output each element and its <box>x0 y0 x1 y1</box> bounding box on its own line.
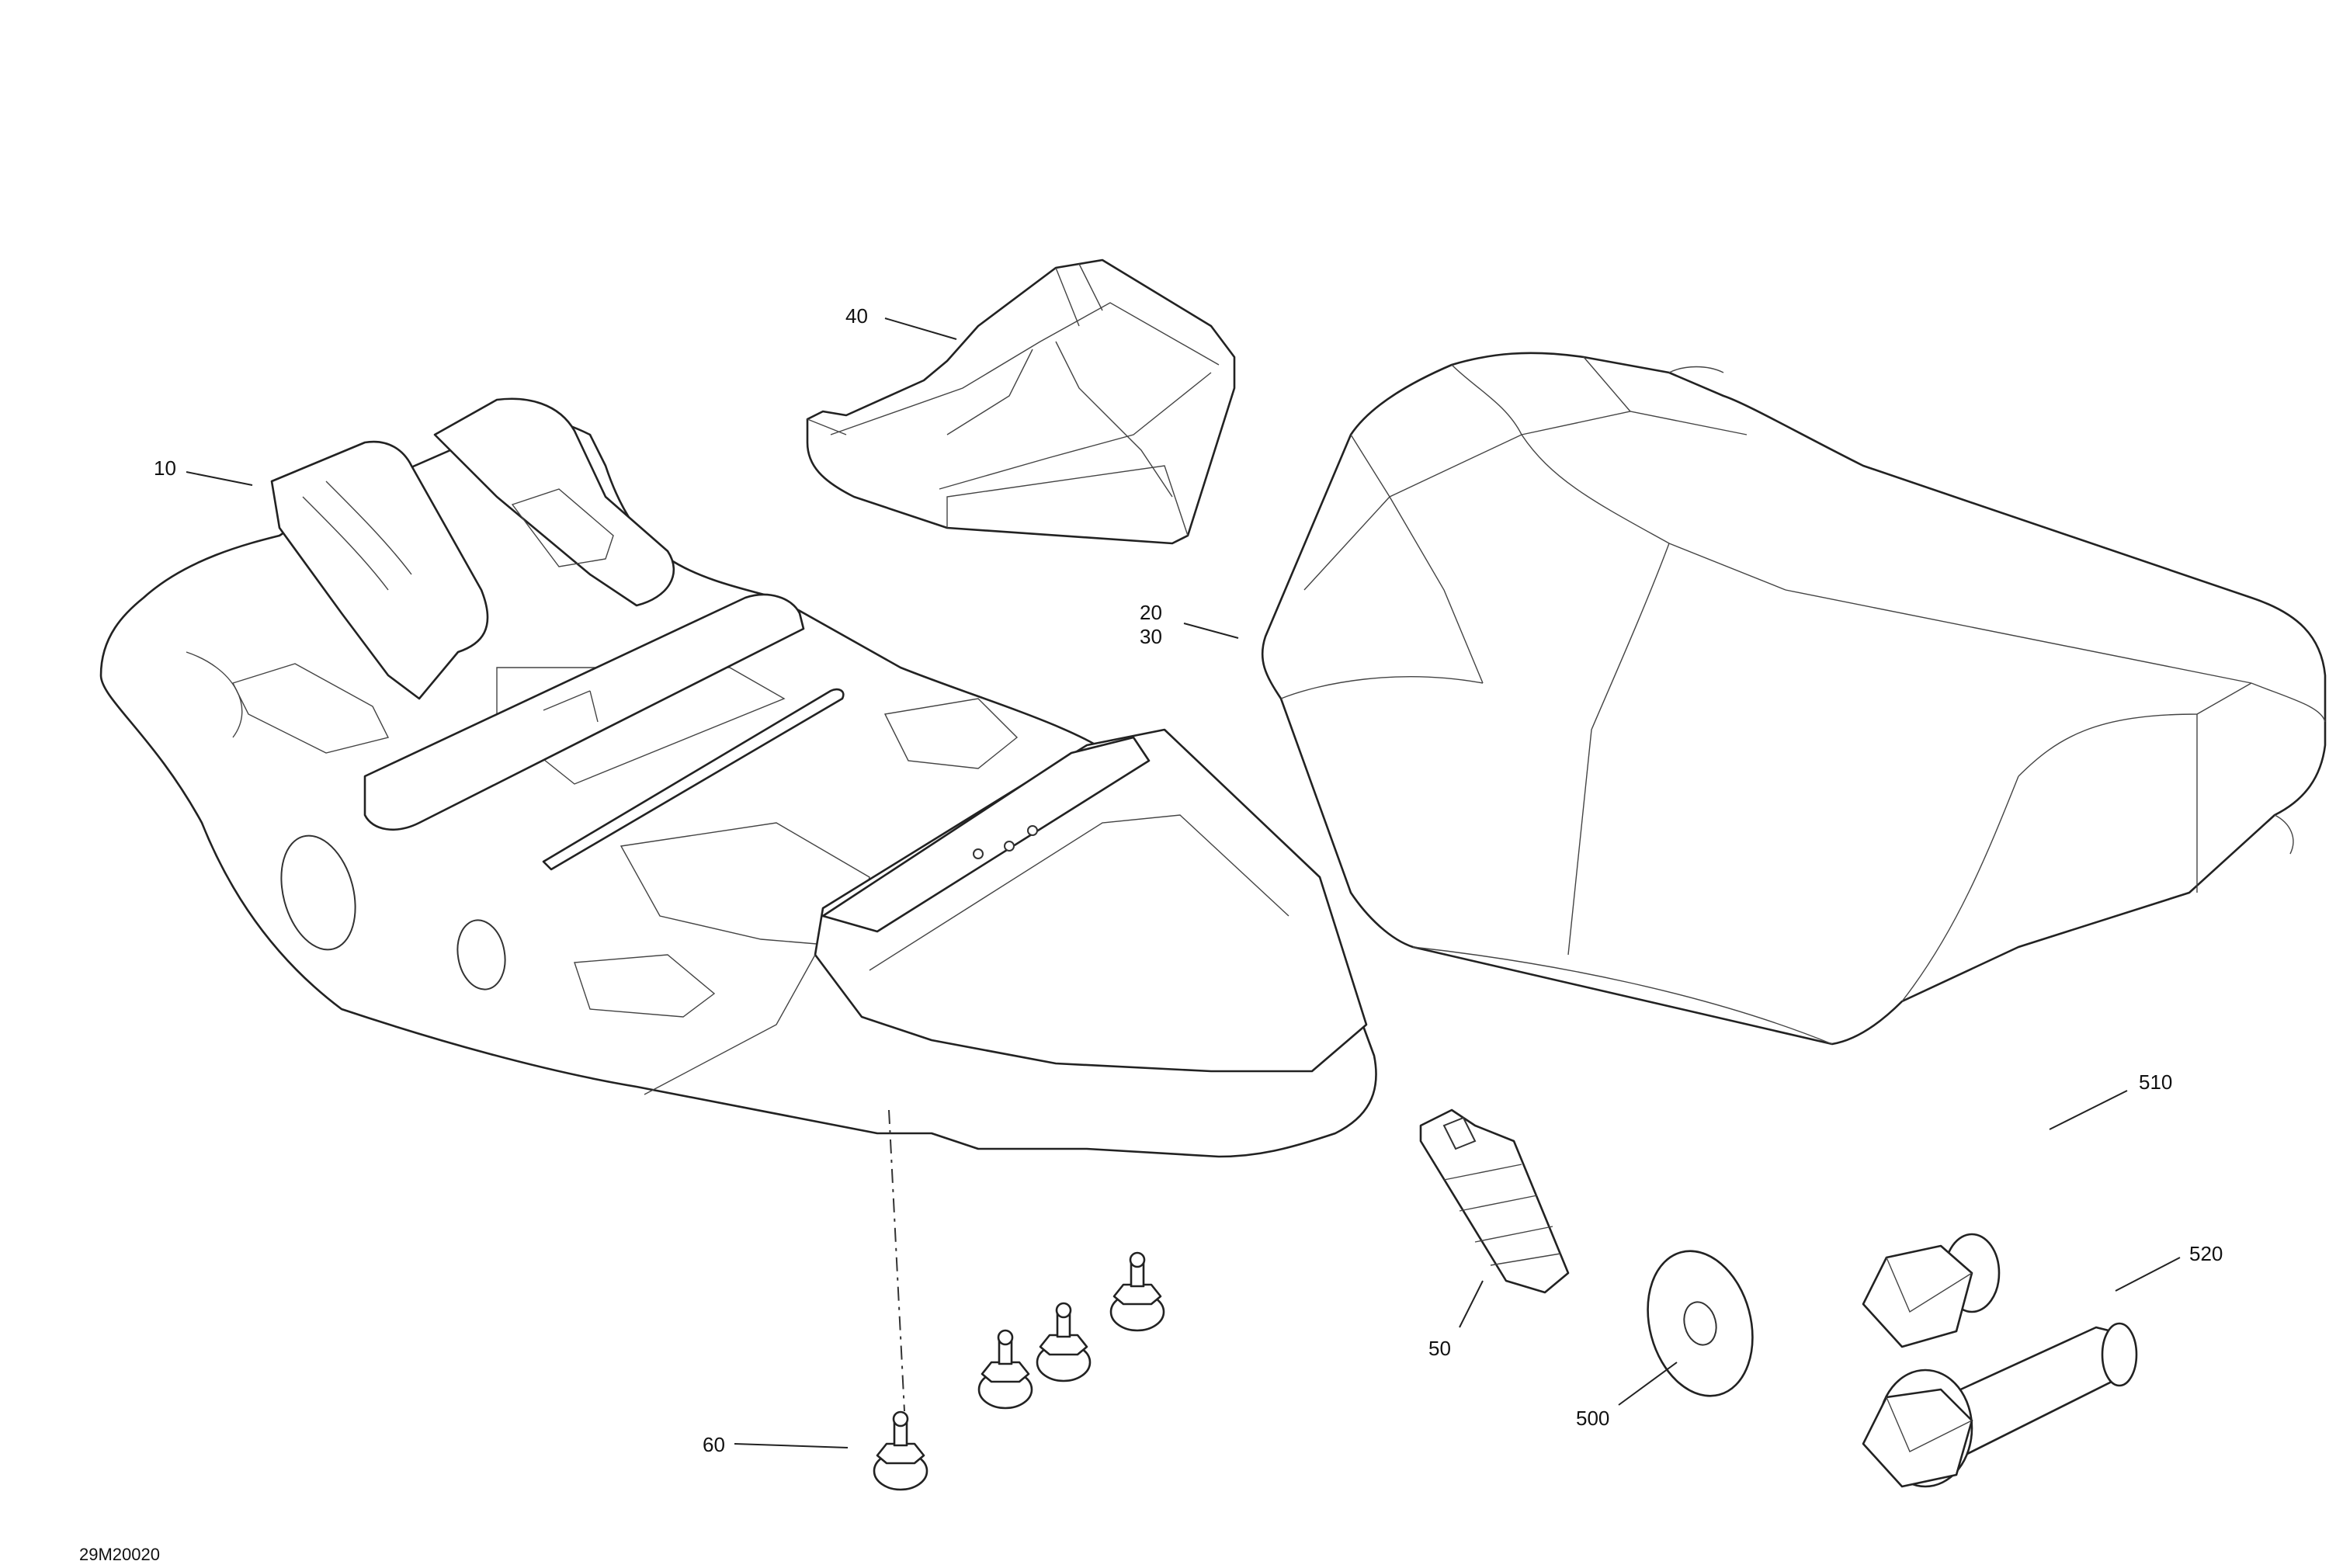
leader-10 <box>186 471 253 486</box>
callout-20: 20 <box>1140 601 1162 624</box>
seat-base-part <box>99 397 1377 1158</box>
leader-lines <box>186 317 2181 1448</box>
leader-60 <box>734 1443 849 1448</box>
washer-part <box>1647 1250 1754 1397</box>
leader-510 <box>2049 1090 2128 1130</box>
bolt-510-part <box>1862 1233 2001 1348</box>
callout-500: 500 <box>1576 1407 1609 1430</box>
callout-60: 60 <box>703 1433 725 1456</box>
assembly-axis-60 <box>888 1109 905 1412</box>
seat-cushion-part <box>1261 352 2327 1046</box>
callout-30: 30 <box>1140 625 1162 648</box>
callout-40: 40 <box>845 304 868 328</box>
callout-520: 520 <box>2189 1242 2223 1265</box>
cover-part <box>806 258 1236 545</box>
leader-500 <box>1618 1362 1678 1406</box>
figure-id: 29M20020 <box>79 1545 160 1564</box>
callout-10: 10 <box>154 456 176 480</box>
leader-40 <box>884 317 957 340</box>
callout-510: 510 <box>2139 1070 2172 1094</box>
leader-520 <box>2115 1257 2181 1292</box>
latch-part <box>1419 1108 1570 1294</box>
bolt-520-part <box>1862 1322 2138 1488</box>
callout-50: 50 <box>1428 1337 1451 1360</box>
push-rivets-part <box>873 1251 1165 1491</box>
leader-20-30 <box>1183 623 1239 639</box>
callout-labels: 10 40 20 30 50 500 510 520 60 <box>154 304 2223 1456</box>
leader-50 <box>1459 1280 1484 1328</box>
